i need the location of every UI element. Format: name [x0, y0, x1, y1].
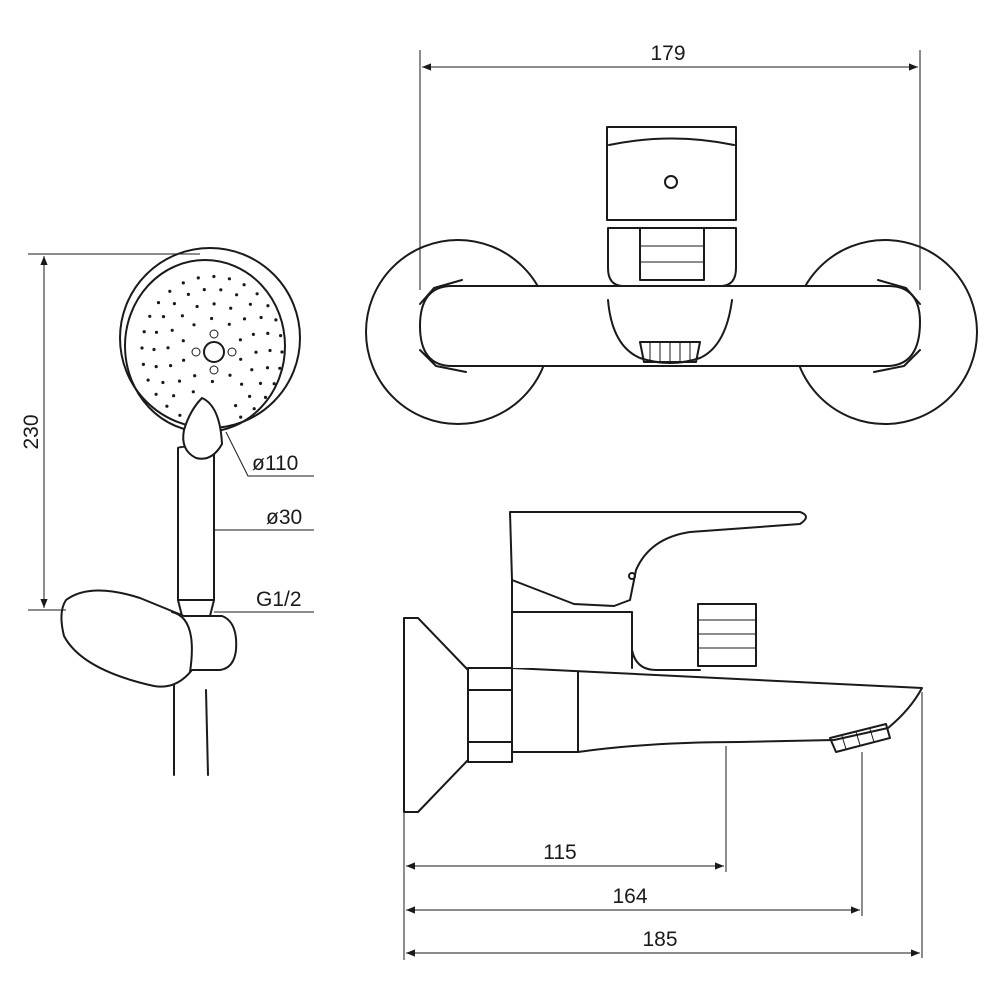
- nozzle-dot: [227, 322, 231, 326]
- dimension-230-label: 230: [20, 414, 43, 449]
- nozzle-dot: [259, 315, 263, 320]
- shower-nozzles: [140, 274, 284, 419]
- nozzle-dot: [195, 304, 199, 309]
- diameter-30-label: ø30: [266, 506, 302, 529]
- nozzle-dot: [177, 379, 182, 383]
- nozzle-dot: [186, 292, 190, 296]
- nozzle-dot: [168, 289, 172, 293]
- nozzle-dot: [180, 314, 184, 318]
- dimension-164-label: 164: [612, 885, 647, 908]
- nozzle-dot: [258, 381, 263, 385]
- nozzle-dot: [255, 292, 259, 296]
- dimension-185-label: 185: [642, 928, 677, 951]
- mixer-side-view: [403, 511, 923, 813]
- nozzle-dot: [242, 283, 246, 287]
- nozzle-dot: [234, 404, 238, 408]
- nozzle-dot: [240, 382, 244, 386]
- nozzle-dot: [172, 302, 176, 306]
- nozzle-dot: [228, 373, 232, 377]
- nozzle-dot: [239, 357, 243, 361]
- nozzle-dot: [166, 346, 170, 350]
- nozzle-dot: [154, 330, 159, 334]
- nozzle-dot: [156, 301, 161, 305]
- nozzle-dot: [178, 413, 182, 417]
- nozzle-dot: [181, 281, 185, 285]
- nozzle-dot: [146, 378, 150, 382]
- hand-shower-callouts: ø110 ø30 G1/2: [214, 431, 314, 613]
- nozzle-dot: [210, 316, 214, 321]
- nozzle-dot: [161, 315, 166, 319]
- nozzle-dot: [254, 350, 258, 354]
- dimension-230: 230: [20, 253, 200, 611]
- nozzle-dot: [192, 323, 196, 327]
- nozzle-dot: [141, 362, 145, 366]
- nozzle-dot: [152, 347, 156, 352]
- dimension-179: 179: [419, 42, 921, 290]
- nozzle-dot: [148, 314, 152, 318]
- nozzle-dot: [210, 379, 214, 384]
- nozzle-dot: [248, 394, 252, 398]
- nozzle-dot: [263, 395, 268, 399]
- diameter-110-label: ø110: [252, 452, 298, 475]
- nozzle-dot: [191, 390, 195, 394]
- nozzle-dot: [165, 404, 169, 408]
- nozzle-dot: [219, 288, 223, 292]
- nozzle-dot: [250, 368, 254, 372]
- nozzle-dot: [235, 293, 239, 297]
- nozzle-dot: [252, 407, 256, 411]
- nozzle-dot: [229, 306, 233, 310]
- nozzle-dot: [251, 332, 255, 336]
- nozzle-dot: [142, 330, 146, 334]
- nozzle-dot: [268, 348, 272, 353]
- nozzle-dot: [202, 288, 206, 292]
- nozzle-dot: [170, 328, 174, 332]
- nozzle-dot: [239, 415, 243, 419]
- nozzle-dot: [248, 302, 252, 306]
- nozzle-dot: [154, 392, 158, 396]
- nozzle-dot: [274, 318, 278, 322]
- nozzle-dot: [182, 358, 186, 362]
- nozzle-dot: [212, 302, 216, 306]
- nozzle-dot: [242, 317, 247, 321]
- mixer-top-view: [365, 126, 978, 425]
- nozzle-dot: [266, 304, 270, 308]
- nozzle-dot: [161, 380, 165, 385]
- nozzle-dot: [196, 276, 200, 280]
- thread-g12-label: G1/2: [256, 588, 302, 611]
- nozzle-dot: [193, 374, 197, 378]
- nozzle-dot: [227, 277, 231, 281]
- nozzle-dot: [272, 382, 276, 386]
- nozzle-dot: [154, 365, 158, 369]
- nozzle-dot: [278, 366, 282, 370]
- nozzle-dot: [172, 394, 176, 398]
- nozzle-dot: [279, 334, 283, 338]
- nozzle-dot: [181, 339, 185, 343]
- nozzle-dot: [212, 274, 216, 279]
- nozzle-dot: [140, 346, 144, 350]
- nozzle-dot: [169, 364, 173, 368]
- dimension-179-label: 179: [650, 42, 685, 65]
- dimension-spout: 115 164 185: [403, 692, 923, 960]
- nozzle-dot: [266, 331, 270, 335]
- nozzle-dot: [265, 366, 270, 370]
- dimension-115-label: 115: [543, 841, 576, 864]
- nozzle-dot: [238, 338, 242, 342]
- hand-shower: [60, 247, 301, 776]
- nozzle-dot: [280, 350, 284, 354]
